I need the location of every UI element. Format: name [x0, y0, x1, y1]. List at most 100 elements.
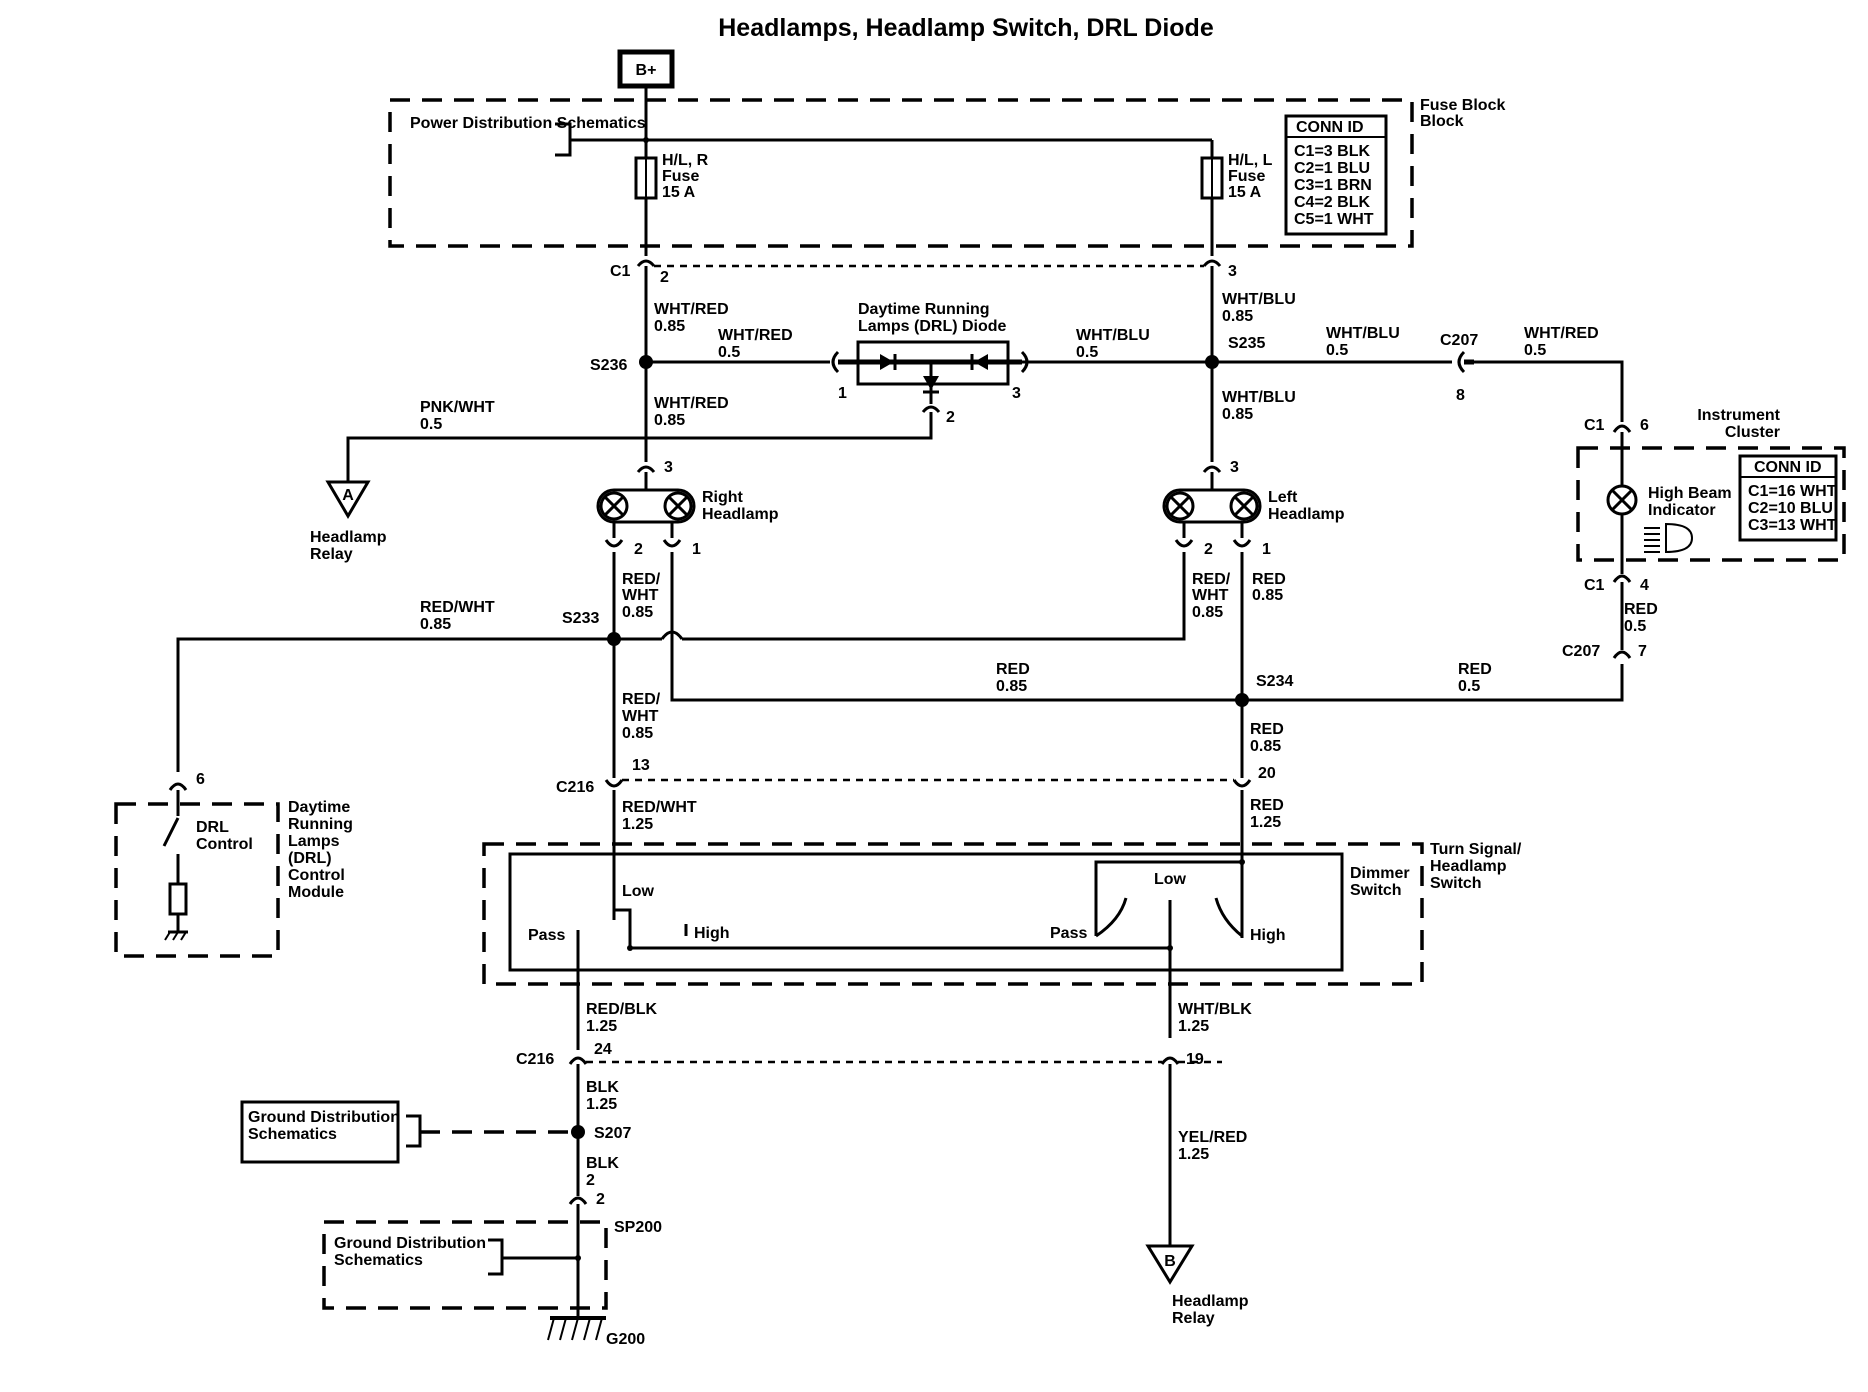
wire-label: RED [1250, 797, 1284, 814]
battery-positive-terminal: B+ [617, 49, 675, 89]
connector-blk-2: 2 [568, 1191, 605, 1208]
switch-label-3: Switch [1430, 875, 1482, 892]
splice-label: S235 [1228, 335, 1265, 352]
fuse-right-name: H/L, R [662, 152, 709, 169]
wire-gauge: 1.25 [586, 1018, 617, 1035]
wire-gauge: 0.5 [1326, 342, 1348, 359]
wire-gauge: 0.85 [622, 604, 653, 621]
blk-pin: 2 [596, 1191, 605, 1208]
wire-gauge: 1.25 [1178, 1146, 1209, 1163]
wire-label: RED/BLK [586, 1001, 658, 1018]
c216-pin: 13 [632, 757, 650, 774]
wire-label: WHT/BLU [1222, 291, 1296, 308]
drl-diode-label: Daytime Running [858, 301, 990, 318]
fuse-right-rating: 15 A [662, 184, 696, 201]
c1-pin: 3 [1228, 263, 1237, 280]
cluster-pin: 4 [1640, 577, 1649, 594]
wire-gauge: 0.85 [996, 678, 1027, 695]
c207-pin: 8 [1456, 387, 1465, 404]
switch-label: Turn Signal/ [1430, 841, 1522, 858]
fuse-left: H/L, L Fuse 15 A [1200, 152, 1273, 201]
wire-label: RED [996, 661, 1030, 678]
wire-label: RED [1252, 571, 1286, 588]
fuse-left-rating: 15 A [1228, 184, 1262, 201]
fuse-block-conn-id-table: CONN ID C1=3 BLK C2=1 BLU C3=1 BRN C4=2 … [1284, 114, 1388, 236]
wire-label: WHT/RED [1524, 325, 1599, 342]
cluster-label: Instrument [1697, 407, 1780, 424]
wire-gauge: 1.25 [586, 1096, 617, 1113]
turn-signal-headlamp-switch: Turn Signal/ Headlamp Switch Dimmer Swit… [482, 841, 1522, 1038]
wire-label: PNK/WHT [420, 399, 495, 416]
wire-label: RED [1250, 721, 1284, 738]
relay-label-2: Relay [310, 546, 353, 563]
wire-gauge: 0.85 [1250, 738, 1281, 755]
ground-g200-icon: G200 [547, 1316, 645, 1348]
ground-ref-label: Ground Distribution [334, 1235, 486, 1252]
connector-c216-bottom: C216 24 19 [516, 1041, 1222, 1068]
right-headlamp: 3 Right Headlamp 2 1 [596, 459, 779, 558]
switch-low-left: Low [622, 883, 655, 900]
wire-gauge: 0.5 [1458, 678, 1480, 695]
indicator-label-2: Indicator [1648, 502, 1716, 519]
conn-id-row: C2=10 BLU [1748, 500, 1833, 517]
headlamp-pin: 1 [1262, 541, 1271, 558]
fuse-left-name: H/L, L [1228, 152, 1273, 169]
c1-label: C1 [610, 263, 631, 280]
cluster-connector: C1 [1584, 417, 1605, 434]
relay-letter: A [342, 487, 354, 504]
headlamp-pin: 2 [1204, 541, 1213, 558]
drl-control-module: 6 DRL Control Daytime Running Lamps (DRL… [114, 771, 353, 958]
conn-id-row: C3=1 BRN [1294, 177, 1372, 194]
drl-diode-label-2: Lamps (DRL) Diode [858, 318, 1007, 335]
splice-label: S233 [562, 610, 599, 627]
wire-label: RED/ [622, 571, 661, 588]
conn-id-row: C1=16 WHT [1748, 483, 1837, 500]
c216-label: C216 [556, 779, 594, 796]
wire-gauge: 0.85 [622, 725, 653, 742]
wire-gauge: 1.25 [622, 816, 653, 833]
wire-label: RED/ [1192, 571, 1231, 588]
high-beam-symbol-icon [1644, 522, 1694, 554]
connector-c1: C1 2 3 [610, 259, 1237, 286]
drl-module-label: (DRL) [288, 850, 332, 867]
wire-gauge: 1.25 [1178, 1018, 1209, 1035]
drl-diode-pin: 1 [838, 385, 847, 402]
wire-gauge: 0.85 [1192, 604, 1223, 621]
drl-module-label: Module [288, 884, 344, 901]
connector-c216-top: C216 13 20 [556, 757, 1276, 796]
wire-label: RED/WHT [622, 799, 697, 816]
conn-id-row: C3=13 WHT [1748, 517, 1837, 534]
c216-pin: 19 [1186, 1051, 1204, 1068]
wire-gauge: 0.5 [420, 416, 442, 433]
wire-gauge: 0.5 [1624, 618, 1646, 635]
headlamp-label: Left [1268, 489, 1298, 506]
wire-label: WHT/BLU [1222, 389, 1296, 406]
headlamp-pin: 3 [664, 459, 673, 476]
wire-label: WHT/BLU [1076, 327, 1150, 344]
dimmer-label: Dimmer [1350, 865, 1410, 882]
c216-label: C216 [516, 1051, 554, 1068]
wire-gauge: 0.85 [1222, 308, 1253, 325]
conn-id-row: C4=2 BLK [1294, 194, 1370, 211]
splice-label: S236 [590, 357, 627, 374]
drl-control-label: DRL [196, 819, 229, 836]
headlamp-pin: 1 [692, 541, 701, 558]
headlamp-label: Right [702, 489, 744, 506]
ground-distribution-ref-1: Ground Distribution Schematics [240, 1100, 570, 1164]
drl-diode: Daytime Running Lamps (DRL) Diode 1 3 2 [831, 301, 1029, 426]
dimmer-label-2: Switch [1350, 882, 1402, 899]
splice-label: S234 [1256, 673, 1293, 690]
fuse-block-label-2: Block [1420, 113, 1464, 130]
conn-id-title: CONN ID [1296, 119, 1364, 136]
wire-gauge: 0.85 [1252, 587, 1283, 604]
drl-control-label-2: Control [196, 836, 253, 853]
switch-high-left: High [694, 925, 730, 942]
fuse-right: H/L, R Fuse 15 A [634, 152, 709, 201]
instrument-cluster: Instrument Cluster C1 6 High Beam Indica… [1576, 407, 1846, 594]
fuse-block-label: Fuse Block [1420, 97, 1505, 114]
wire-label: WHT [622, 587, 659, 604]
fuse-block: Fuse Block Block Power Distribution Sche… [388, 97, 1505, 248]
relay-label: Headlamp [310, 529, 387, 546]
battery-label: B+ [636, 62, 657, 79]
